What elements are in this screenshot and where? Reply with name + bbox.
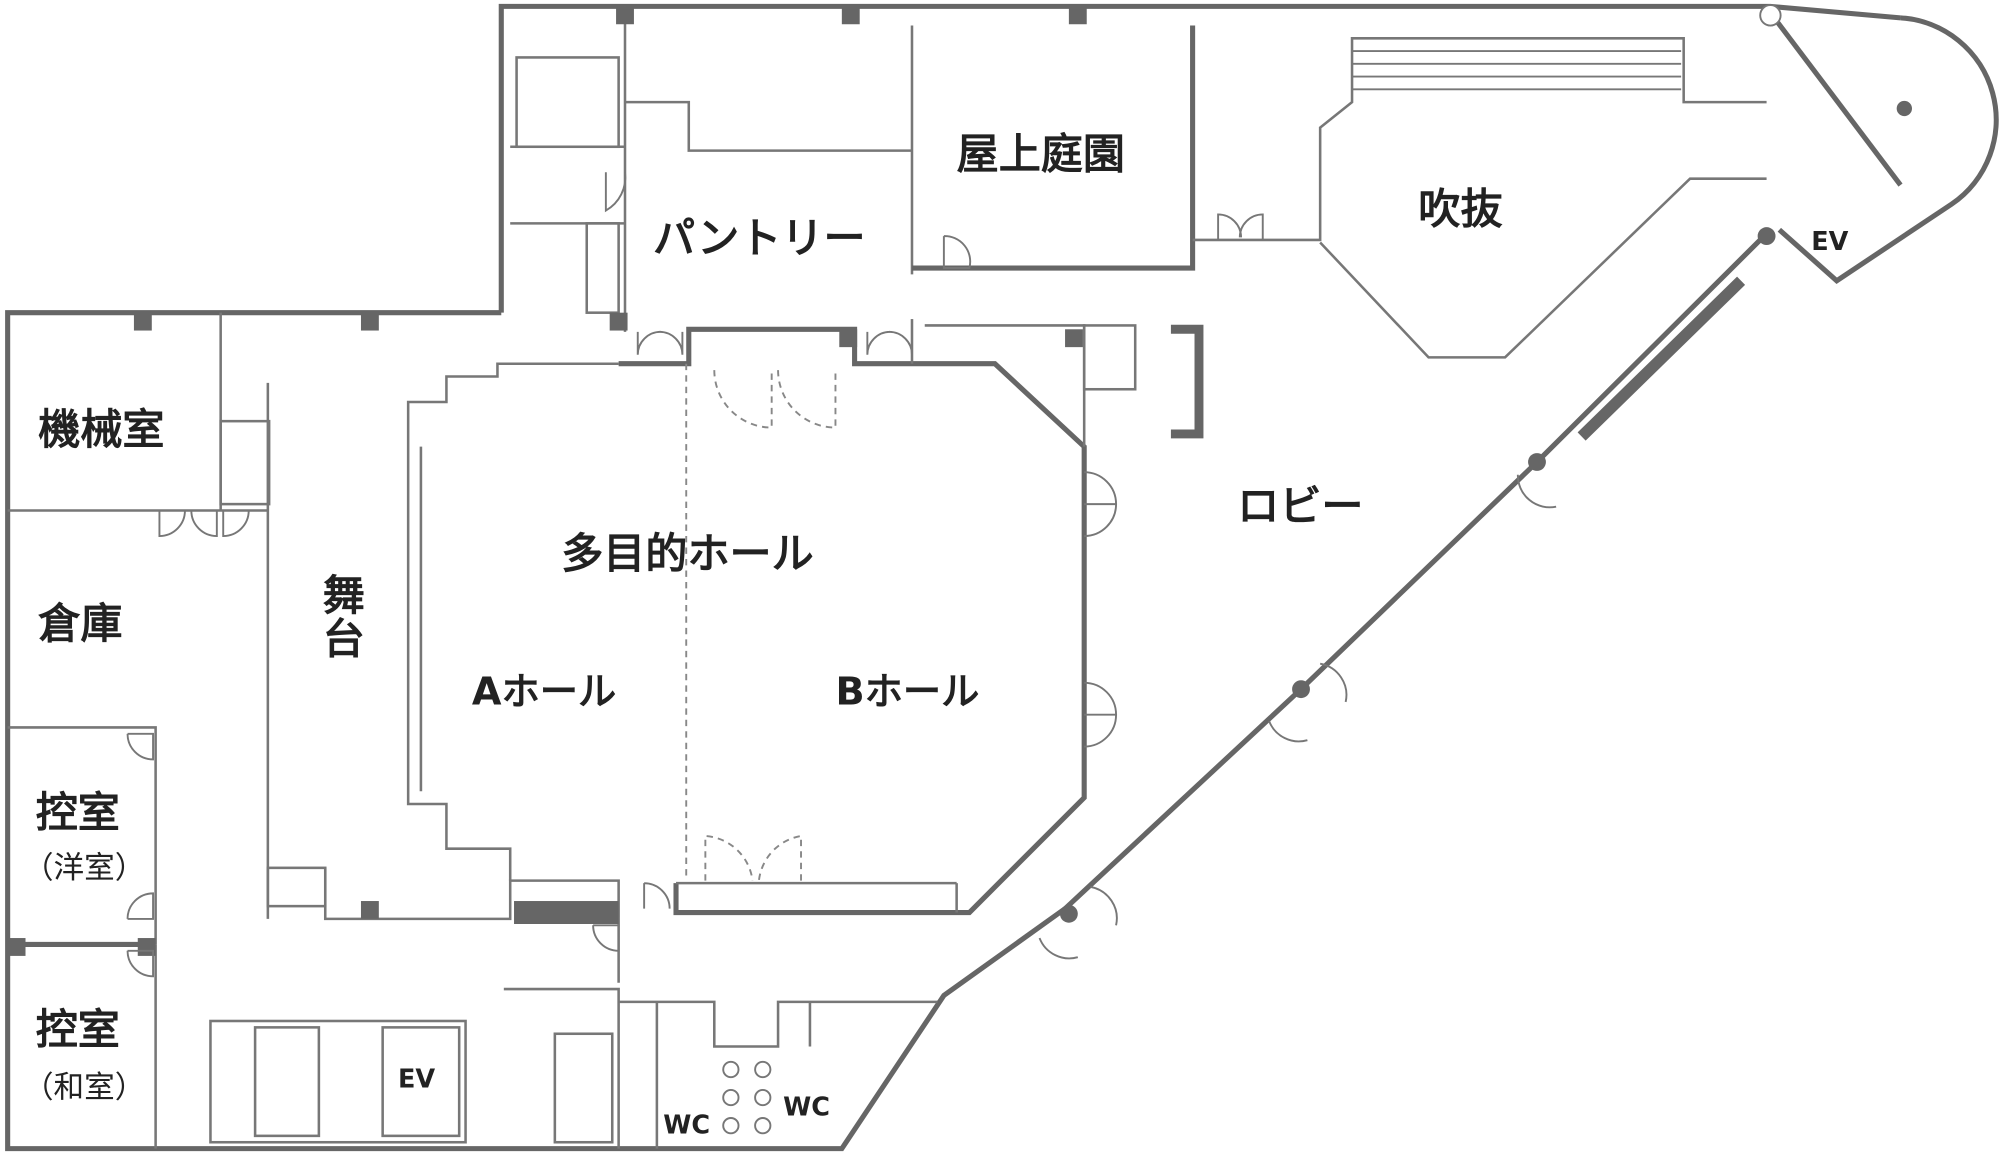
wc-left-label: WC: [663, 1110, 710, 1140]
label-atrium: 吹抜: [1418, 184, 1503, 233]
label-butai-1: 舞: [323, 571, 365, 620]
label-b-hall: Bホール: [835, 669, 979, 714]
label-kikaishitsu: 機械室: [38, 405, 164, 454]
doors: [126, 172, 1557, 978]
label-hikaeshitsu-you-sub: （洋室）: [23, 851, 145, 886]
outer-walls: [5, 3, 1999, 1152]
label-a-hall: Aホール: [472, 669, 616, 714]
left-wing-walls: EV: [7, 312, 620, 1149]
label-lobby: ロビー: [1237, 482, 1363, 531]
label-butai-2: 台: [323, 614, 365, 663]
wc-right-label: WC: [783, 1092, 830, 1122]
label-pantry: パントリー: [653, 214, 866, 263]
columns: [7, 6, 1087, 956]
label-hikaeshitsu-you: 控室: [36, 788, 120, 837]
hall-walls: [406, 326, 1087, 916]
label-hikaeshitsu-wa: 控室: [36, 1005, 120, 1054]
room-labels: 機械室 倉庫 控室 （洋室） 控室 （和室） 舞 台 多目的ホール Aホール B…: [23, 129, 1503, 1105]
label-hikaeshitsu-wa-sub: （和室）: [23, 1071, 145, 1106]
upper-walls: EV: [510, 4, 1912, 923]
label-rooftop-garden: 屋上庭園: [957, 129, 1125, 178]
ev-right-label: EV: [1811, 227, 1848, 257]
toilet-walls: WC WC: [503, 987, 938, 1149]
label-souko: 倉庫: [37, 599, 122, 648]
label-multi-hall: 多目的ホール: [561, 529, 813, 578]
ev-left-label: EV: [398, 1064, 435, 1094]
